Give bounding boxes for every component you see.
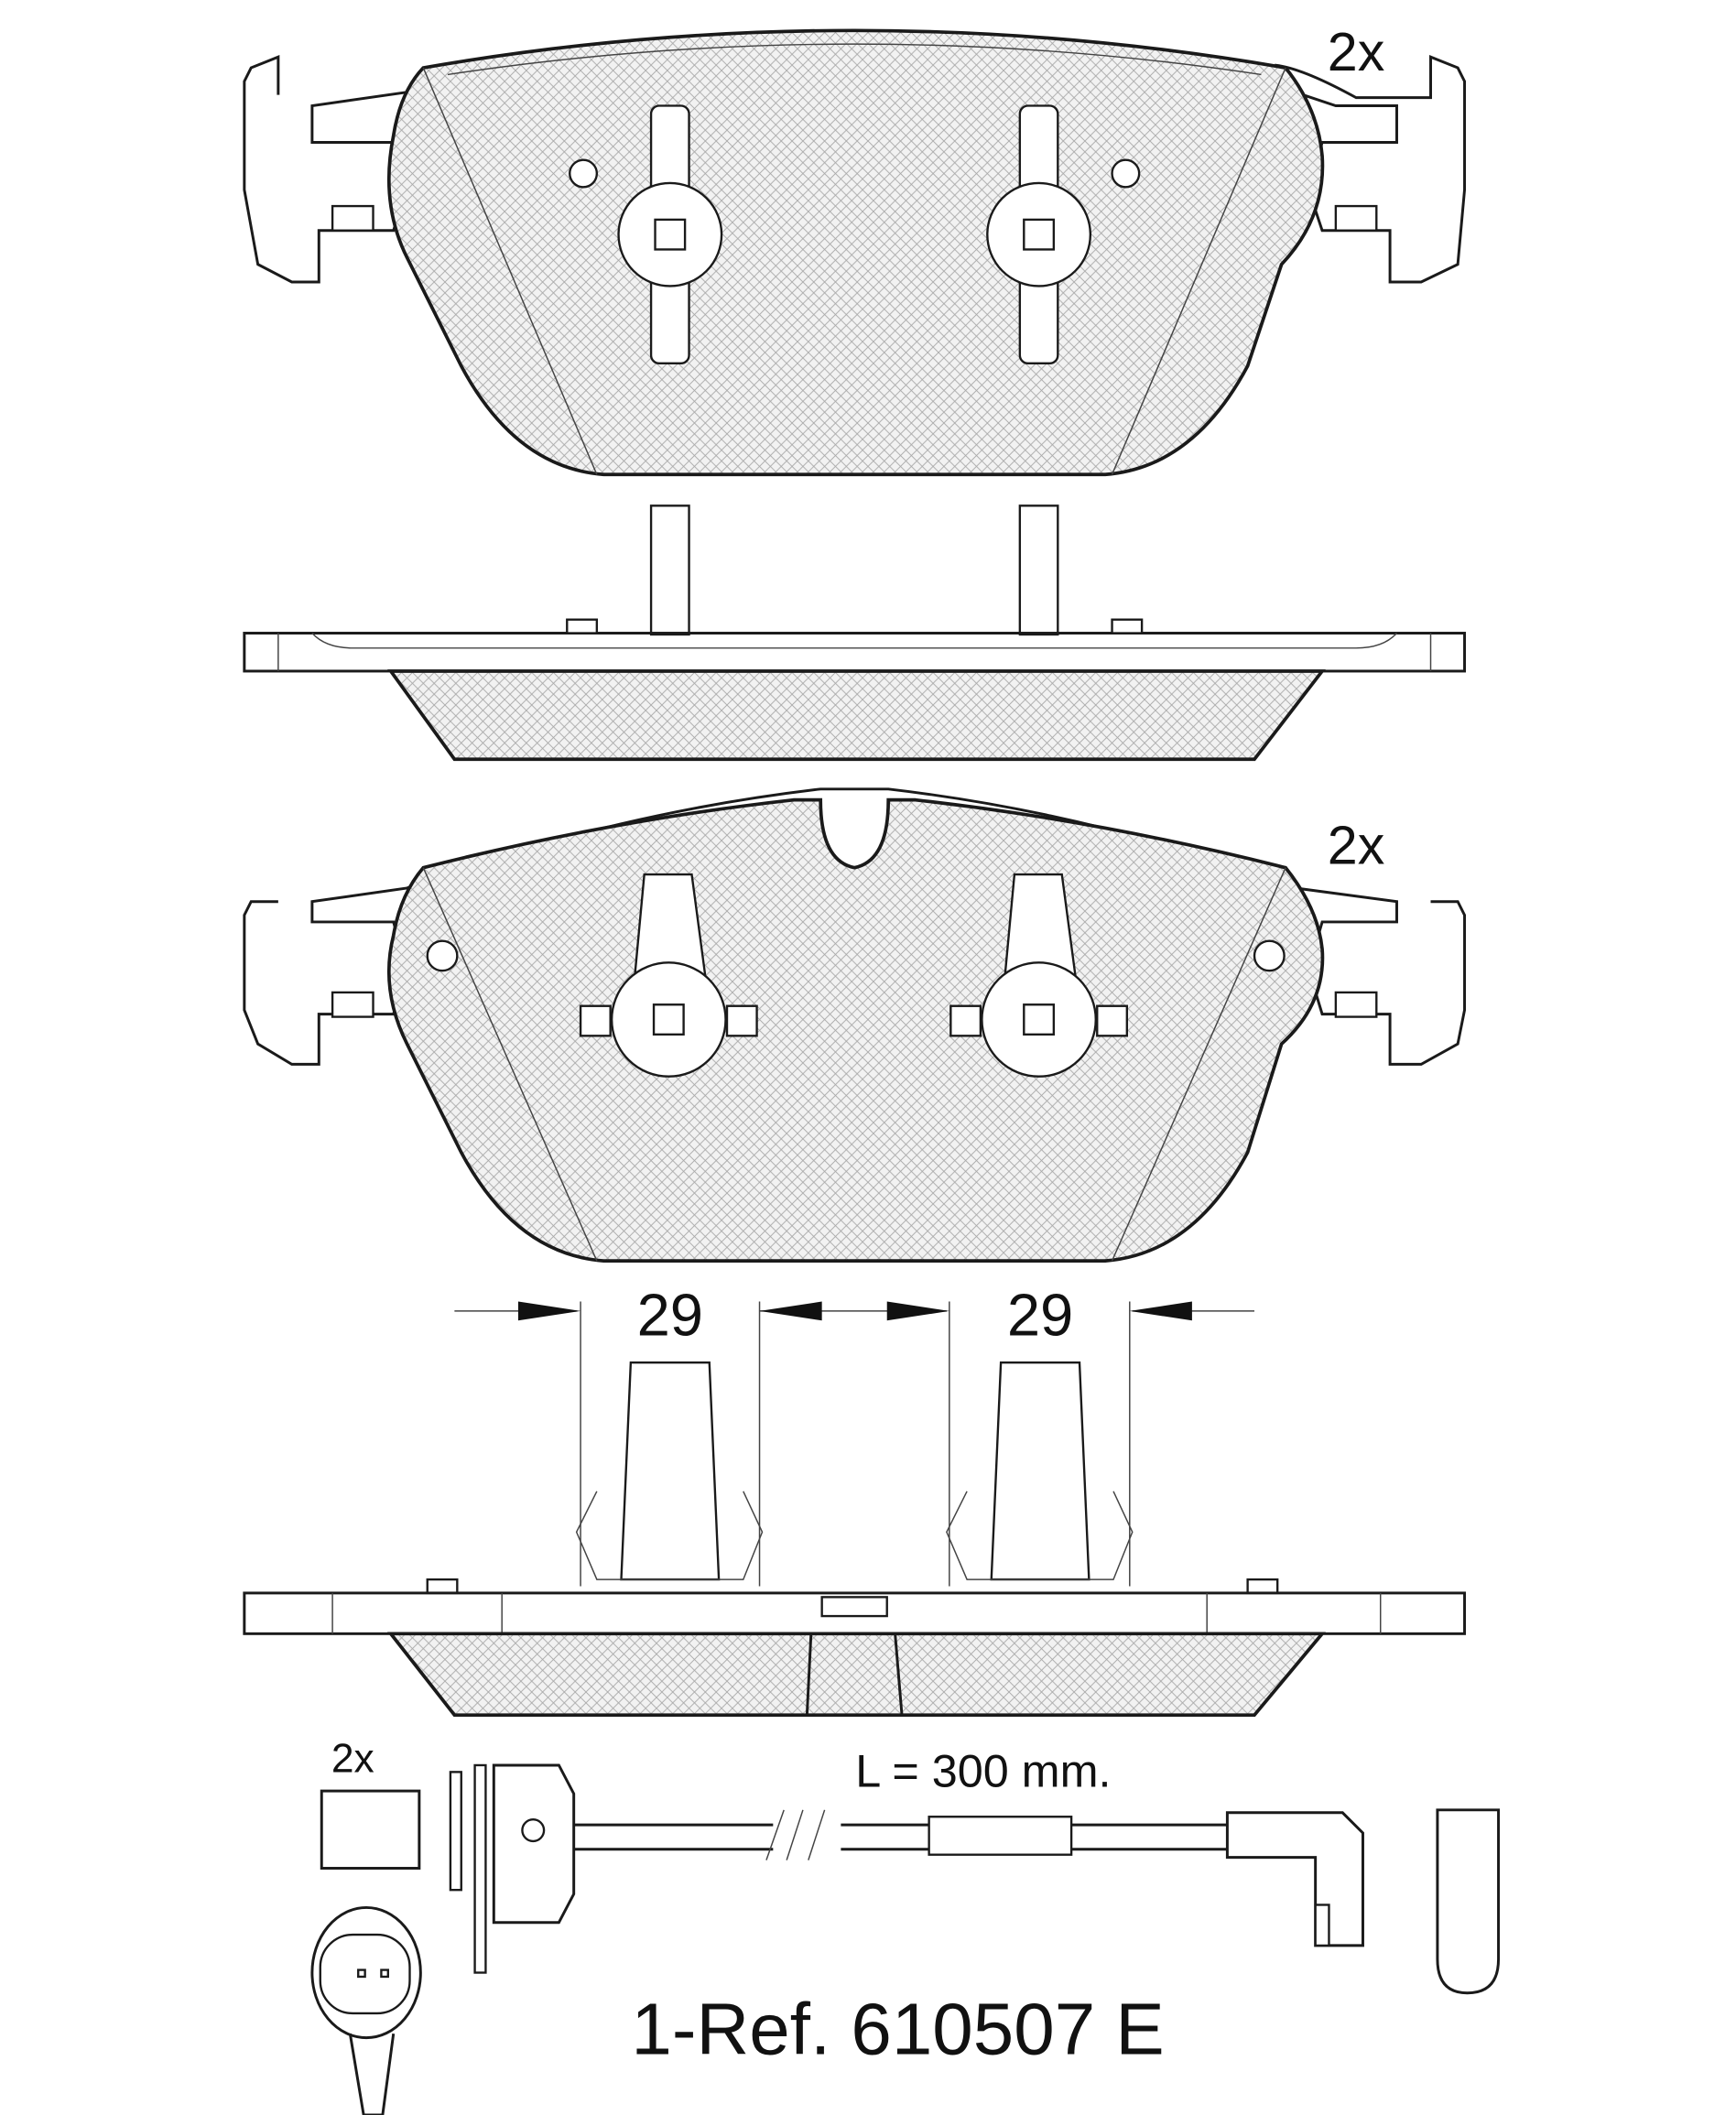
wear-sensor [310, 1763, 1501, 2115]
piston-mark-right [949, 873, 1129, 1078]
dimension-label: 29 [1007, 1282, 1073, 1349]
quantity-label: 2x [1328, 814, 1385, 875]
dimension-lines [454, 1301, 1255, 1587]
piston-mark-left [569, 104, 723, 365]
reference-number: 1-Ref. 610507 E [631, 1988, 1164, 2069]
pad-2-front-view [243, 787, 1467, 1263]
dimension-label: 29 [637, 1282, 703, 1349]
pad-1-side-view [243, 504, 1467, 762]
sensor-quantity-label: 2x [331, 1736, 374, 1781]
piston-mark-left [579, 873, 758, 1078]
piston-mark-right [986, 104, 1141, 365]
quantity-label: 2x [1328, 21, 1385, 82]
pad-2-side-view [243, 1361, 1467, 1718]
friction-pad [386, 28, 1325, 477]
sensor-length-label: L = 300 mm. [855, 1745, 1111, 1797]
pad-1-front-view [243, 28, 1467, 477]
